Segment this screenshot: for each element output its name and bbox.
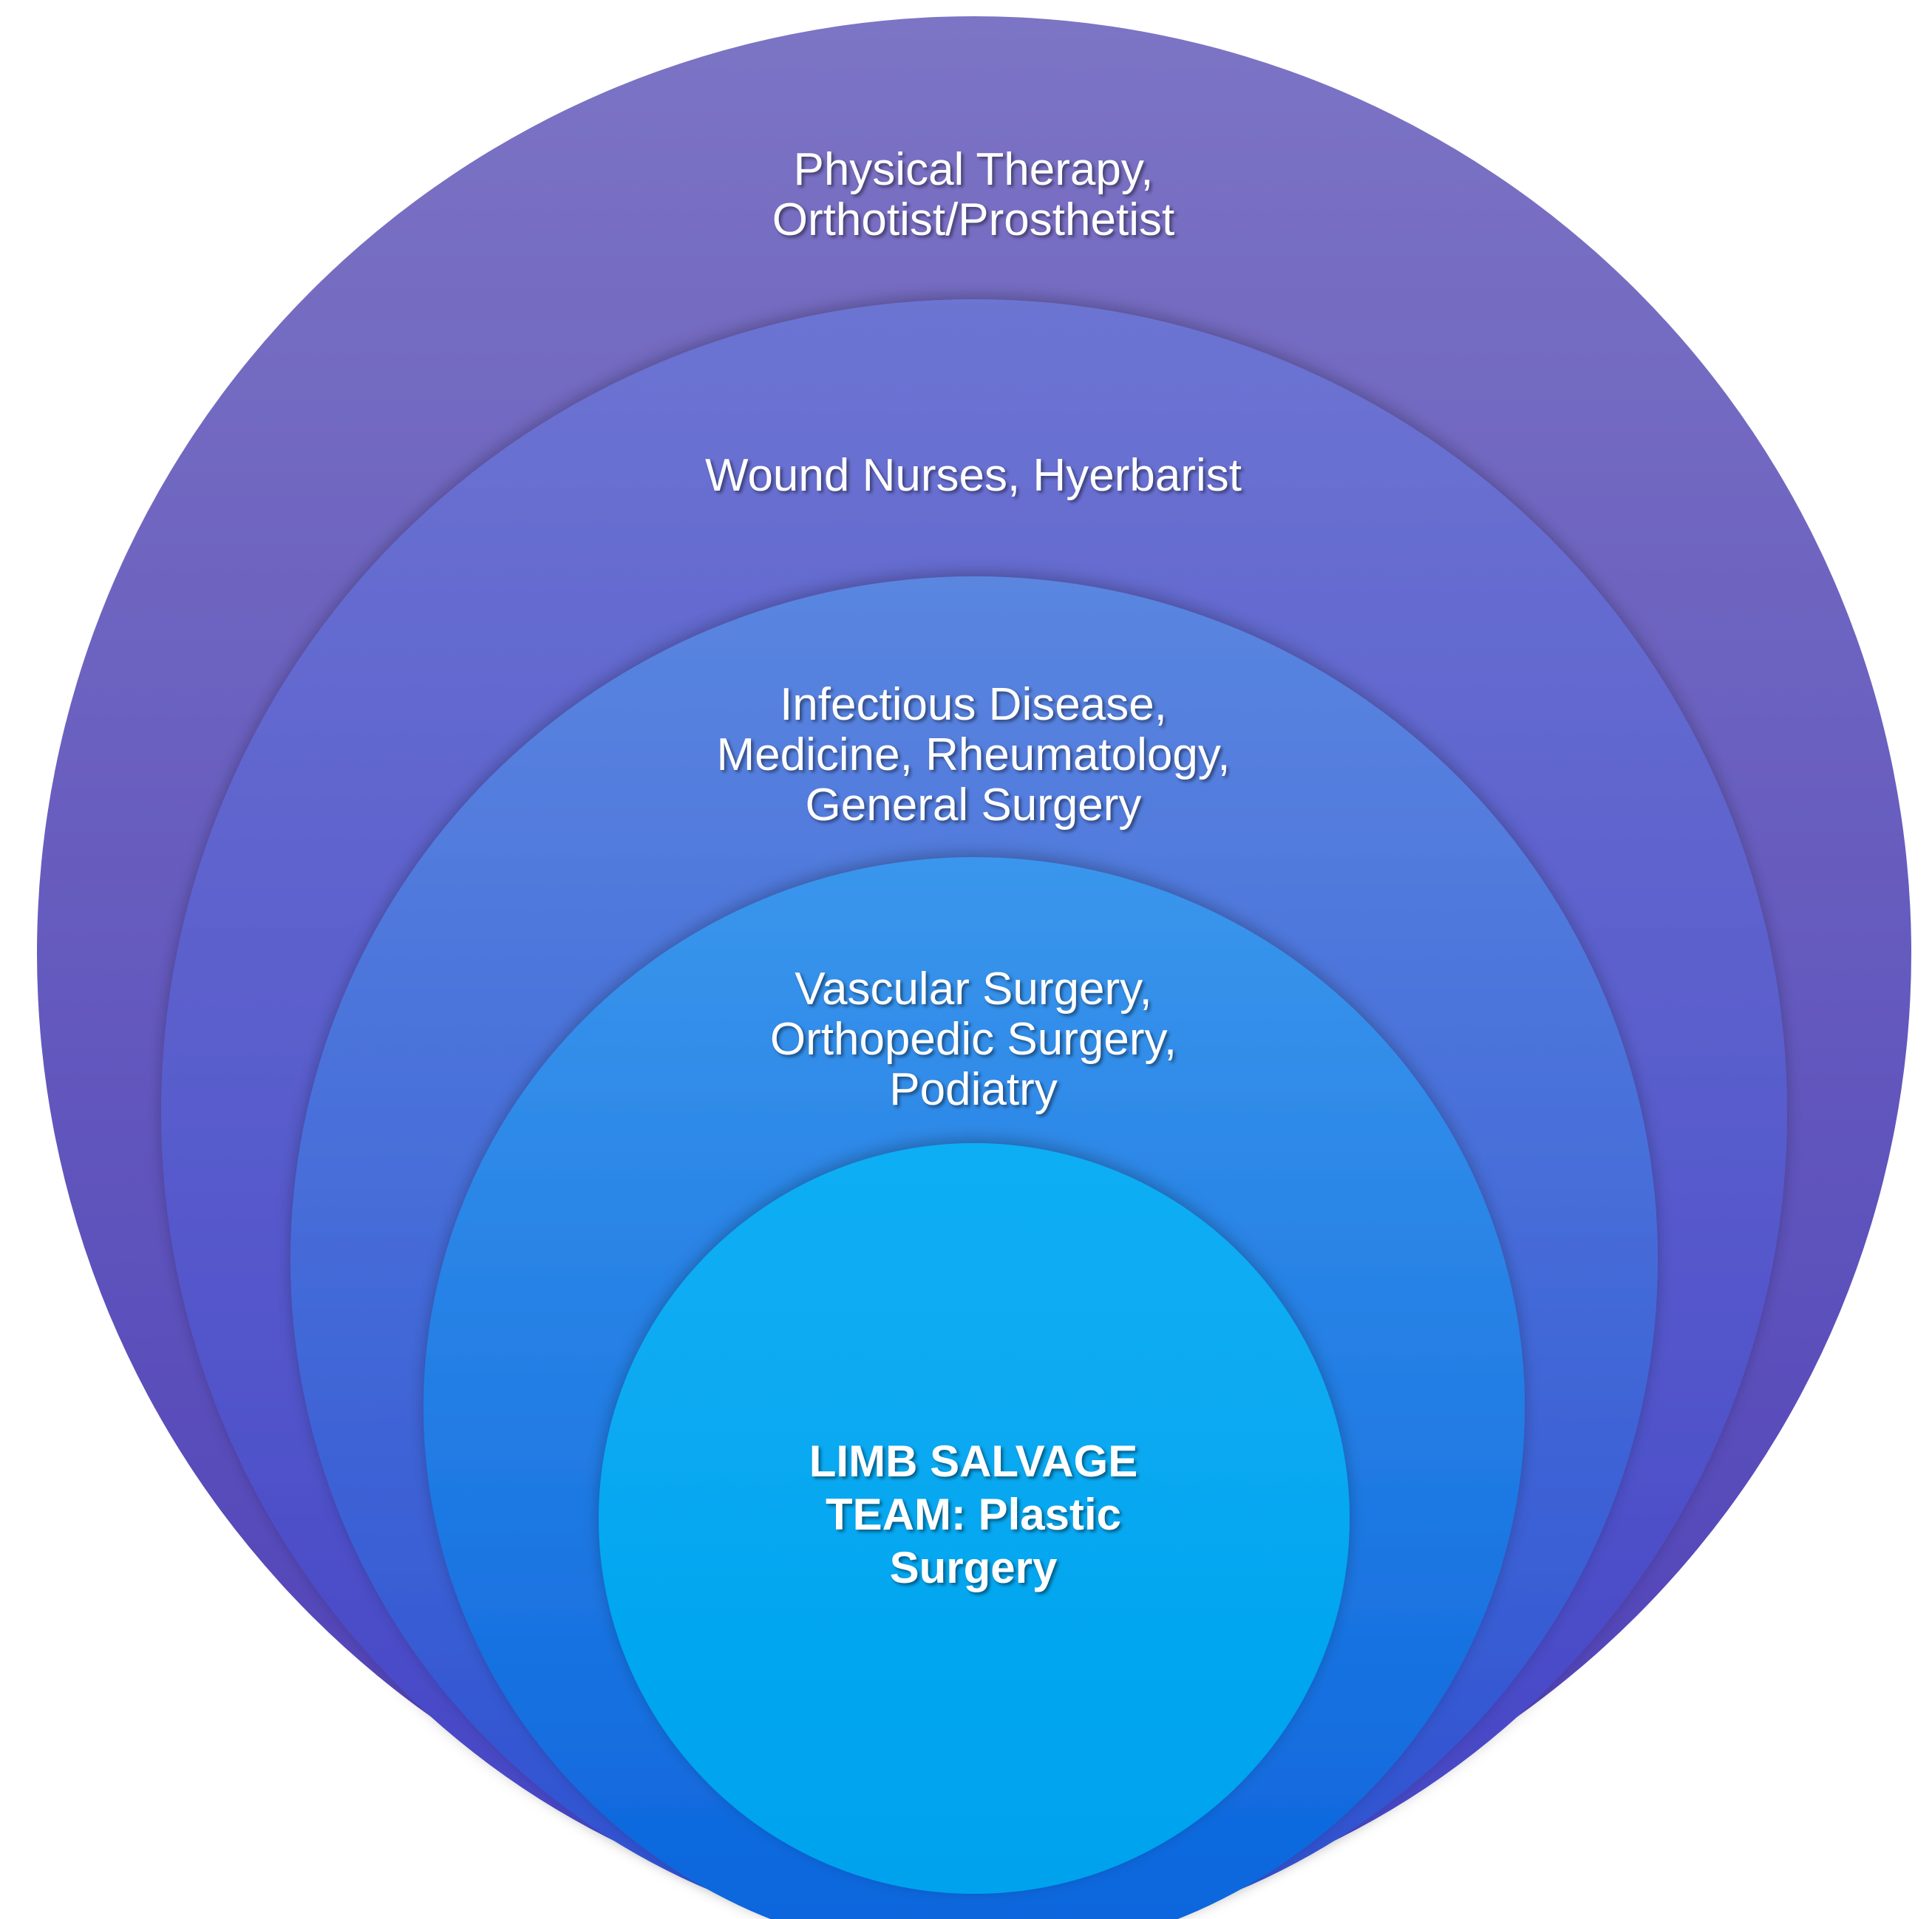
ring-core xyxy=(599,1143,1350,1894)
ring-label-fourth: Vascular Surgery, Orthopedic Surgery, Po… xyxy=(769,964,1177,1115)
ring-label-core: LIMB SALVAGE TEAM: Plastic Surgery xyxy=(809,1436,1138,1592)
ring-label-third: Infectious Disease, Medicine, Rheumatolo… xyxy=(716,679,1231,831)
ring-label-second: Wound Nurses, Hyerbarist xyxy=(705,450,1242,501)
ring-label-outer: Physical Therapy, Orthotist/Prosthetist xyxy=(772,144,1175,245)
